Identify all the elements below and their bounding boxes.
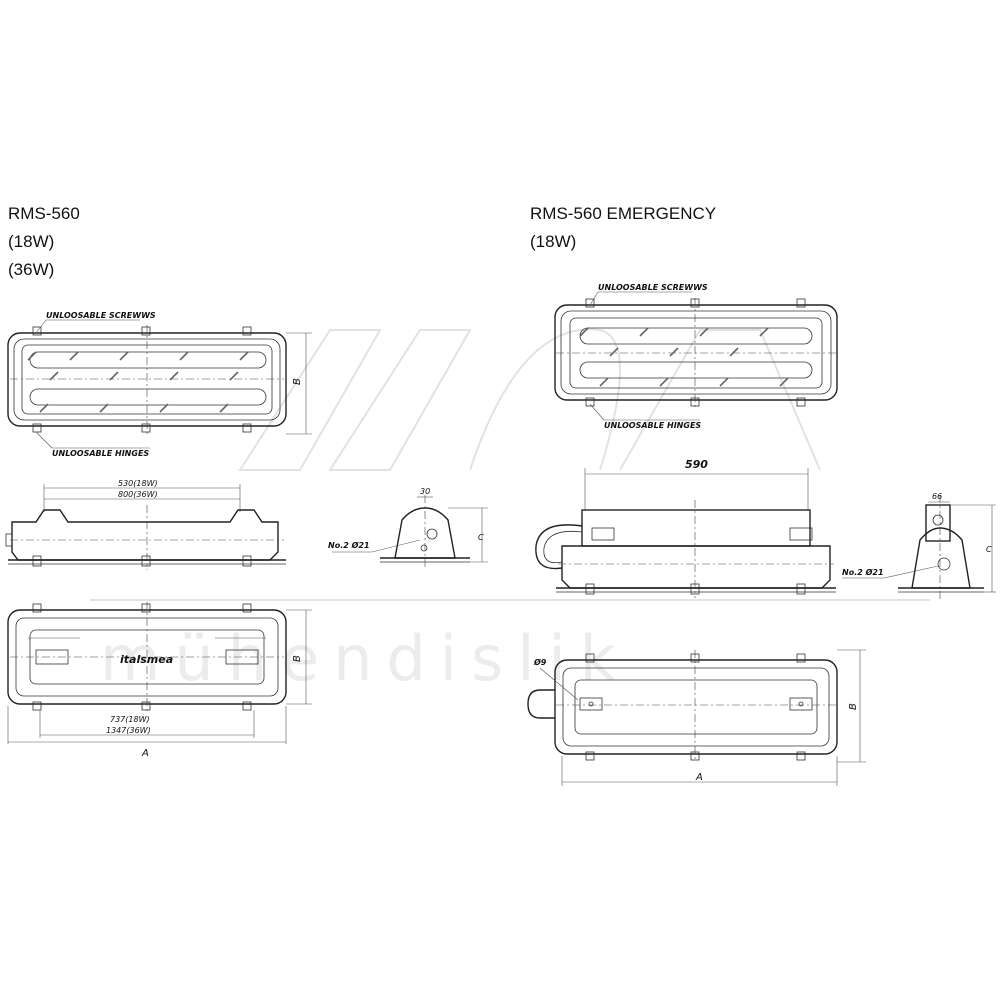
right-end-view: 66 C No.2 Ø21 — [842, 492, 996, 600]
left-side-view: 530(18W) 800(36W) — [5, 479, 286, 570]
watermark-logo: mühendislik — [90, 328, 930, 695]
left-dim-800: 800(36W) — [118, 490, 158, 499]
right-top-view: UNLOOSABLE SCREWWS UNLOOSABLE HINGES — [554, 283, 838, 430]
left-dim-737: 737(18W) — [110, 715, 150, 724]
right-title-block: RMS-560 EMERGENCY (18W) — [530, 200, 716, 256]
right-label-screws: UNLOOSABLE SCREWWS — [598, 283, 708, 292]
right-side-view: 590 — [535, 458, 836, 598]
left-model-title: RMS-560 — [8, 204, 80, 223]
left-dim-1347: 1347(36W) — [106, 726, 151, 735]
left-end-view: 30 C No.2 Ø21 — [328, 487, 488, 570]
left-dim-c: C — [478, 533, 484, 542]
right-label-hinges: UNLOOSABLE HINGES — [604, 421, 701, 430]
left-wattage-18: (18W) — [8, 232, 55, 251]
right-dim-b: B — [848, 703, 859, 710]
right-bottom-view: Ø9 B A — [527, 649, 866, 786]
left-bottom-dim-b: B — [292, 655, 303, 662]
right-wattage-18: (18W) — [530, 232, 577, 251]
left-title-block: RMS-560 (18W) (36W) — [8, 200, 80, 284]
left-top-dim-b: B — [292, 378, 303, 385]
right-dim-c: C — [986, 545, 992, 554]
right-model-title: RMS-560 EMERGENCY — [530, 204, 717, 223]
right-dim-9: Ø9 — [533, 657, 547, 667]
left-brand-logo: italsmea — [120, 653, 173, 666]
left-label-holes: No.2 Ø21 — [328, 540, 370, 550]
left-dim-a: A — [141, 748, 149, 759]
left-wattage-36: (36W) — [8, 260, 55, 279]
left-label-screws: UNLOOSABLE SCREWWS — [46, 311, 156, 320]
left-dim-530: 530(18W) — [118, 479, 158, 488]
right-dim-66: 66 — [932, 492, 942, 501]
right-dim-590: 590 — [685, 458, 708, 471]
right-dim-a: A — [695, 772, 703, 783]
left-label-hinges: UNLOOSABLE HINGES — [52, 449, 149, 458]
left-top-view: B UNLOOSABLE SCREWWS UNLOOSABLE HINGES — [7, 311, 312, 458]
left-dim-30: 30 — [420, 487, 430, 496]
right-label-holes: No.2 Ø21 — [842, 567, 884, 577]
watermark-text: mühendislik — [100, 622, 630, 695]
left-bottom-view: italsmea B 737(18W) 1347(36W) A — [7, 602, 312, 759]
